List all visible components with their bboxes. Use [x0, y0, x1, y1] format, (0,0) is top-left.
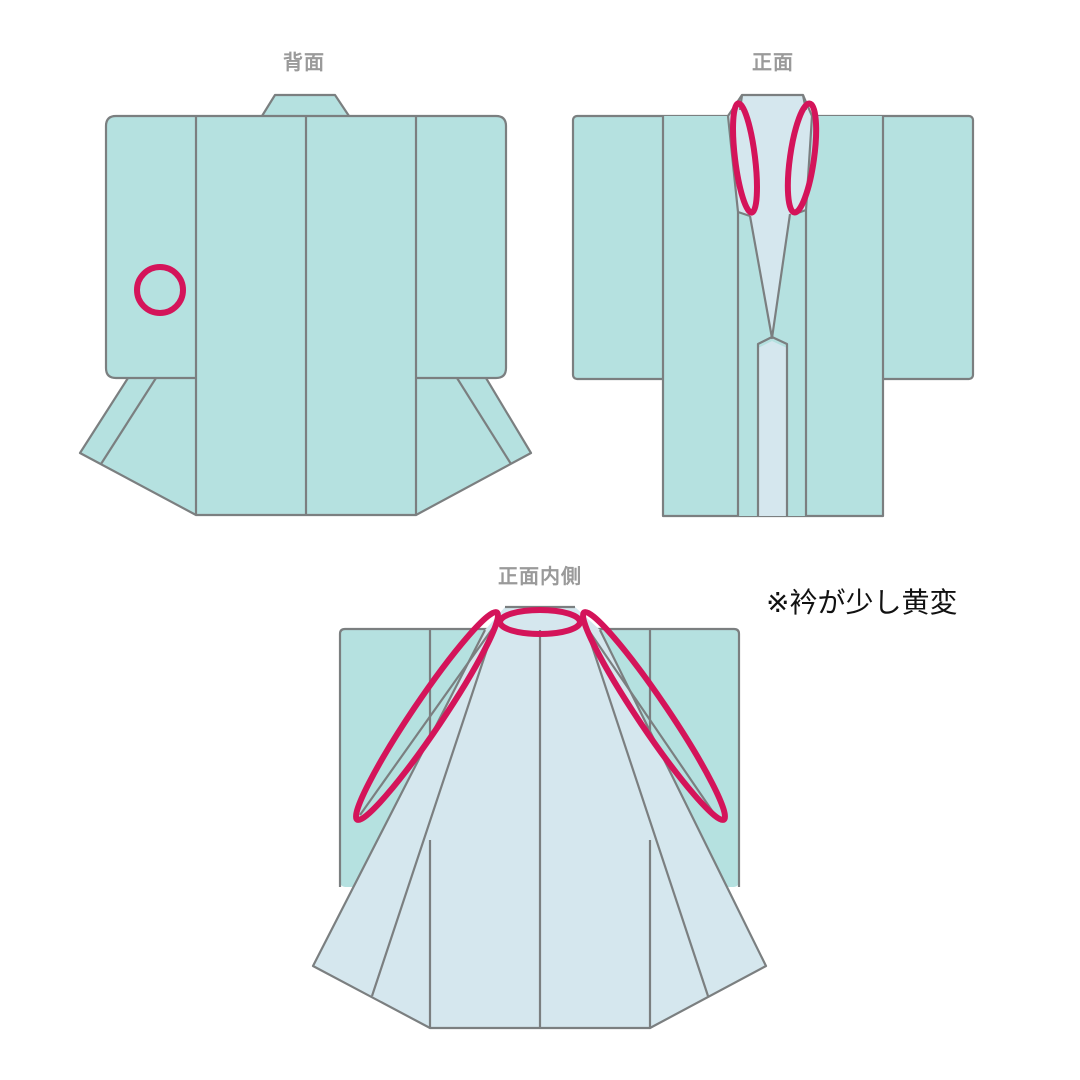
back-view-label: 背面 — [283, 50, 325, 74]
front-right-collar-defect-marker — [784, 100, 820, 216]
front-left-collar-defect-marker — [730, 100, 760, 216]
front-inside-view-kimono — [311, 605, 768, 1030]
inside-right-collar-defect-marker — [580, 609, 728, 823]
condition-note: ※衿が少し黄変 — [766, 586, 958, 619]
back-view-kimono — [78, 93, 533, 517]
inside-left-collar-defect-marker — [353, 609, 501, 823]
front-inside-view-label: 正面内側 — [498, 564, 582, 588]
inside-collar-back-defect-marker — [497, 607, 583, 637]
front-view-label: 正面 — [752, 50, 794, 74]
back-sleeve-defect-marker — [134, 264, 186, 316]
front-view-kimono — [571, 93, 975, 518]
